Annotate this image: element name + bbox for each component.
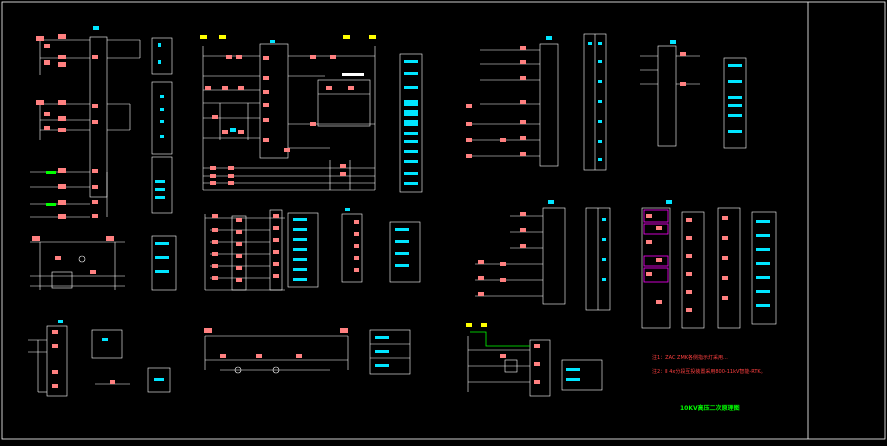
panel-incoming-devices	[36, 34, 98, 219]
panel-interlock-circuit	[467, 336, 603, 397]
panel-aux-circuit	[28, 325, 171, 397]
panel-feeder-devices	[466, 46, 686, 158]
panel-protection-devices	[478, 212, 728, 312]
panel-incoming-green-indicators	[46, 171, 56, 206]
panel-interlock-yellow-markers	[466, 323, 487, 327]
drawing-title: 10KV高压二次原理图	[680, 405, 740, 412]
panel-closing-terminals	[375, 336, 389, 367]
panel-relay-terminals	[155, 208, 409, 281]
panel-aux-devices	[52, 330, 115, 388]
panel-closing-circuit	[204, 329, 411, 375]
panel-protection-circuit	[475, 207, 777, 329]
panel-interlock-green-line	[470, 331, 530, 347]
panel-control-devices	[205, 55, 354, 185]
panel-interlock-devices	[500, 344, 540, 384]
panel-closing-devices	[204, 328, 348, 358]
drawing-note-1: 注1：ZAC ZMK各侧指示灯采用...	[652, 355, 728, 361]
panel-metering-circuit	[30, 241, 125, 290]
panel-metering-devices	[32, 236, 114, 274]
panel-protection-terminals	[548, 200, 770, 307]
panel-aux-terminals	[58, 320, 164, 381]
panel-control-terminals	[230, 40, 418, 185]
panel-incoming-terminals	[93, 26, 165, 199]
drawing-note-2: 注2：Ⅱ 4x分段互投装置采用800-11kV智能-RTK。	[652, 369, 766, 375]
panel-protection-magenta-blocks	[643, 209, 669, 283]
panel-feeder-circuit	[470, 33, 747, 171]
panel-control-yellow-markers	[200, 35, 376, 39]
panel-feeder-terminals	[546, 36, 742, 161]
panel-control-title-bar	[342, 73, 364, 76]
panel-relay-devices	[212, 214, 359, 282]
panel-interlock-terminals	[566, 368, 580, 381]
